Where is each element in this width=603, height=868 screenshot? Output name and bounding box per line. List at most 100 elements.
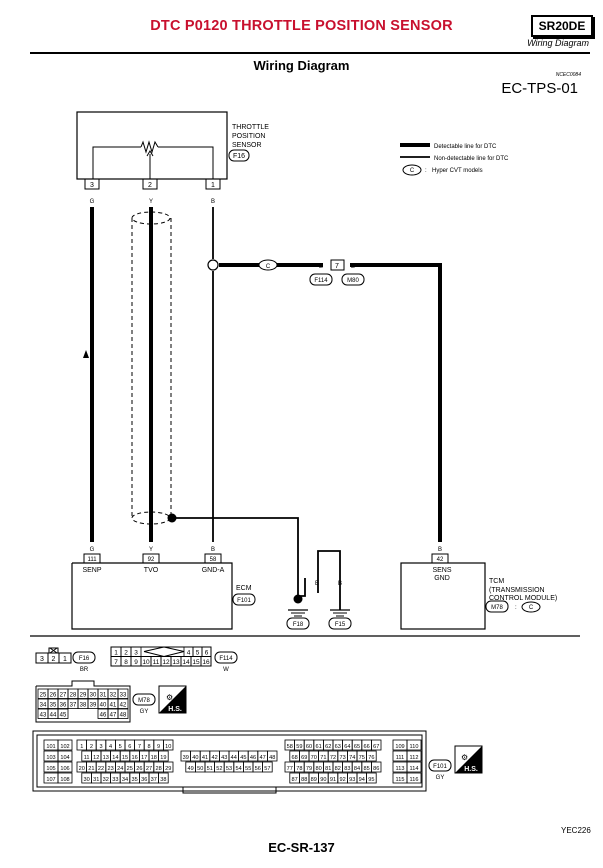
page-title: DTC P0120 THROTTLE POSITION SENSOR bbox=[150, 18, 453, 34]
figure-code: YEC226 bbox=[561, 826, 591, 835]
pin-number: 95 bbox=[368, 777, 374, 783]
pin-number: 5 bbox=[196, 650, 200, 657]
pin-number: 114 bbox=[410, 766, 419, 772]
pin-number: 29 bbox=[80, 693, 87, 699]
pin-number: 65 bbox=[354, 744, 360, 750]
tcm-connector-oval bbox=[485, 600, 509, 613]
pin-cell bbox=[370, 739, 382, 751]
legend-hyper-cvt-text: Hyper CVT models bbox=[432, 168, 483, 174]
f16-id: F16 bbox=[79, 656, 90, 662]
pin-number: 37 bbox=[70, 703, 77, 709]
pin-number: 78 bbox=[296, 766, 302, 772]
pin-number: 63 bbox=[335, 744, 341, 750]
ground-link-wire bbox=[298, 578, 306, 597]
legend-c-text: C bbox=[410, 168, 415, 174]
pin-number: 109 bbox=[395, 744, 404, 750]
ground-f15: F15 bbox=[335, 622, 346, 628]
pin-number: 52 bbox=[216, 766, 222, 772]
pin-number: 51 bbox=[207, 766, 213, 772]
wire-color-g-bottom: G bbox=[90, 547, 95, 553]
pin-cell bbox=[406, 750, 422, 762]
wire-color-y: Y bbox=[149, 199, 153, 205]
legend-detectable: Detectable line for DTC bbox=[434, 144, 497, 150]
pin-number: 40 bbox=[100, 703, 107, 709]
pin-number: 76 bbox=[368, 755, 374, 761]
f18-oval bbox=[286, 617, 310, 630]
pin-number: 54 bbox=[235, 766, 241, 772]
pin-number: 45 bbox=[240, 755, 246, 761]
legend-hyper-cvt: : bbox=[425, 168, 427, 174]
pin-number: 16 bbox=[202, 659, 210, 666]
pin-number: 38 bbox=[80, 703, 87, 709]
section-subtitle: Wiring Diagram bbox=[527, 38, 589, 48]
pin-number: 4 bbox=[109, 744, 112, 750]
pin-number: 28 bbox=[155, 766, 161, 772]
pin-number: 108 bbox=[60, 777, 69, 783]
pin-cell bbox=[366, 750, 377, 762]
sensor-connector-id: F16 bbox=[233, 153, 245, 160]
sensor-label-1: THROTTLE bbox=[232, 124, 269, 131]
pin-cell bbox=[158, 750, 169, 762]
sensor-connector-oval bbox=[228, 149, 250, 162]
pin-number: 56 bbox=[255, 766, 261, 772]
pin-number: 27 bbox=[60, 693, 67, 699]
pin-number: 85 bbox=[363, 766, 369, 772]
pin-cell bbox=[57, 772, 73, 784]
pin-number: 8 bbox=[147, 744, 150, 750]
pin-number: 12 bbox=[162, 659, 170, 666]
pin-number: 91 bbox=[330, 777, 336, 783]
pin-number: 112 bbox=[410, 755, 419, 761]
pin-number: 3 bbox=[99, 744, 102, 750]
sensor-internal-wire bbox=[92, 146, 141, 179]
sensor-pin-1 bbox=[205, 178, 221, 190]
pin-number: 50 bbox=[197, 766, 203, 772]
ground-wire-f15 bbox=[317, 550, 341, 610]
pin-number: 21 bbox=[88, 766, 94, 772]
pin-number: 79 bbox=[306, 766, 312, 772]
pin-number: 16 bbox=[131, 755, 137, 761]
pin-number: 101 bbox=[46, 744, 55, 750]
ecm-label: ECM bbox=[236, 585, 252, 592]
pin-number: 53 bbox=[226, 766, 232, 772]
pin-number: 10 bbox=[142, 659, 150, 666]
pin-number: 31 bbox=[100, 693, 107, 699]
pin-number: 81 bbox=[325, 766, 331, 772]
pin-number: 1 bbox=[114, 650, 118, 657]
pin-number: 88 bbox=[301, 777, 307, 783]
pin-number: 67 bbox=[373, 744, 379, 750]
pin-number: 18 bbox=[151, 755, 157, 761]
wire-color-b-bottom: B bbox=[211, 547, 215, 553]
pin-number: 46 bbox=[100, 713, 107, 719]
pin-number: 19 bbox=[160, 755, 166, 761]
pin-number: 111 bbox=[396, 755, 405, 761]
pin-number: 113 bbox=[396, 766, 405, 772]
pin-number: 62 bbox=[325, 744, 331, 750]
pin-cell bbox=[370, 761, 382, 773]
f16-color: BR bbox=[80, 667, 89, 673]
pin-number: 57 bbox=[264, 766, 270, 772]
junction-pin bbox=[330, 259, 345, 271]
pin-number: 44 bbox=[231, 755, 237, 761]
pin-number: 11 bbox=[153, 659, 160, 666]
pin-number: 72 bbox=[330, 755, 336, 761]
potentiometer-icon bbox=[140, 140, 159, 154]
svg-text:⚙: ⚙ bbox=[461, 753, 468, 762]
pin-number: 1 bbox=[80, 744, 83, 750]
wire-color-b-junction-right: B bbox=[351, 264, 355, 270]
svg-text:⚙: ⚙ bbox=[166, 693, 173, 702]
pin-number: 5 bbox=[119, 744, 122, 750]
engine-model-badge: SR20DE bbox=[531, 15, 593, 37]
junction-pin-label: 7 bbox=[335, 263, 339, 270]
svg-text:H.S.: H.S. bbox=[464, 766, 478, 773]
pin-cell bbox=[262, 761, 273, 773]
pin-number: 49 bbox=[187, 766, 193, 772]
splice-ground bbox=[293, 594, 303, 604]
pin-number: 94 bbox=[359, 777, 365, 783]
ecm-connector-oval bbox=[232, 593, 256, 606]
pin-number: 103 bbox=[46, 755, 55, 761]
junction-conn-right: M80 bbox=[347, 278, 359, 284]
ecm-connector-id: F101 bbox=[237, 598, 251, 604]
f16-pin-1: 1 bbox=[63, 656, 67, 663]
